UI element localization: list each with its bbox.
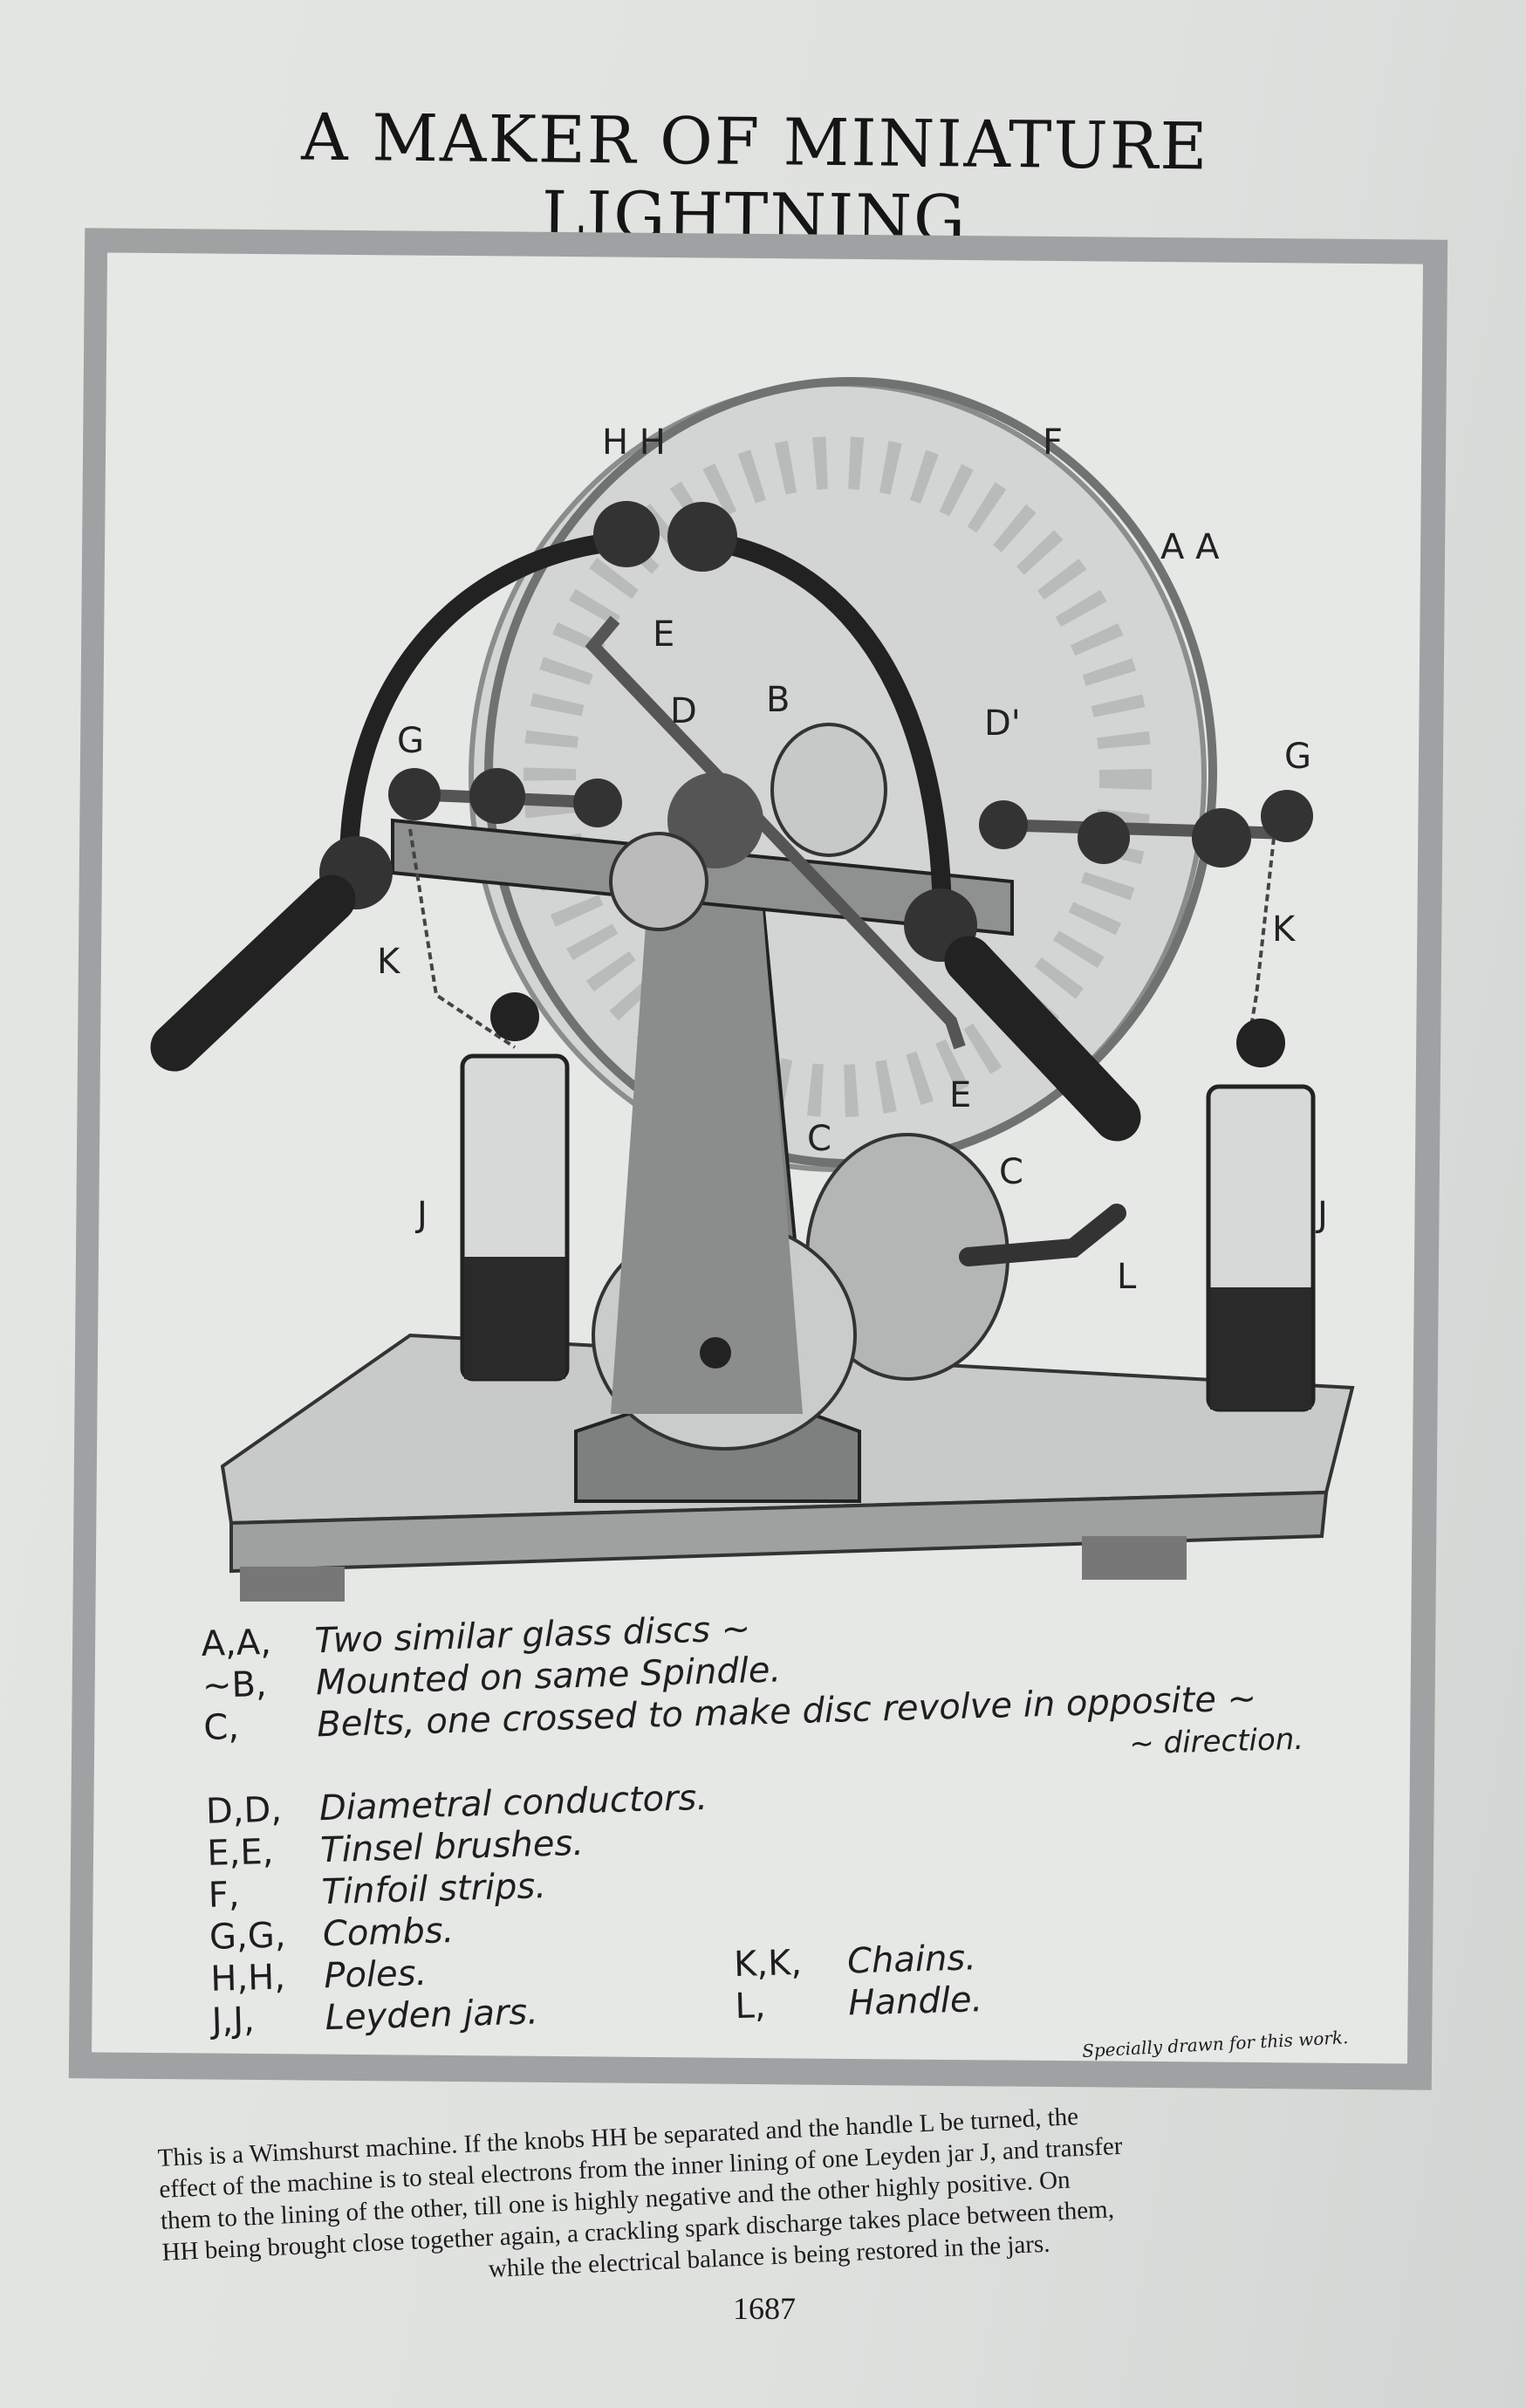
label-g-left: G [397, 721, 424, 761]
label-b: B [766, 680, 790, 720]
legend-text: Handle. [847, 1979, 983, 2024]
legend-key: G,G, [209, 1915, 287, 1958]
label-d-left: D [670, 691, 697, 731]
discharger-arm-right [705, 532, 952, 926]
comb-ball [1261, 790, 1313, 842]
label-hh: H H [602, 422, 666, 463]
chain-left [408, 828, 517, 1049]
legend-key: H,H, [209, 1957, 286, 2000]
base-front [229, 1490, 1329, 1574]
diametral-conductor [585, 615, 966, 1050]
tinfoil-strips-ring [523, 436, 1152, 1117]
discharger-arm-left [339, 532, 621, 865]
chain-right [1246, 837, 1276, 1048]
label-k-left: K [377, 942, 401, 982]
central-stand-front [611, 864, 803, 1414]
label-j-right: J [1315, 1195, 1328, 1235]
handle-crank [959, 1204, 1126, 1266]
legend-text: Tinfoil strips. [321, 1866, 547, 1913]
leyden-jar-left-knob [490, 992, 539, 1041]
comb-ball [469, 768, 525, 824]
label-g-right: G [1284, 737, 1311, 777]
comb-ball [388, 768, 441, 820]
label-l: L [1117, 1257, 1137, 1297]
legend-key: K,K, [733, 1942, 803, 1986]
base-foot-right [1082, 1536, 1187, 1580]
front-pulley [609, 832, 708, 931]
label-c-left: C [807, 1119, 831, 1159]
insulating-handle-right [944, 936, 1141, 1142]
pole-knob-left [593, 501, 660, 567]
comb-ball [1078, 812, 1130, 864]
base-foot-left [240, 1567, 345, 1602]
label-e-top: E [653, 614, 674, 655]
legend-text: Tinsel brushes. [319, 1822, 585, 1871]
legend-text: Chains. [846, 1938, 977, 1982]
spindle-pulley-b [770, 723, 887, 857]
label-aa: A A [1160, 527, 1220, 567]
leyden-jar-right-knob [1236, 1019, 1285, 1067]
legend-key: ~B, [202, 1664, 268, 1706]
label-j-left: J [414, 1195, 428, 1235]
label-d-right: D' [984, 703, 1021, 744]
legend-key: E,E, [206, 1831, 274, 1874]
label-f: F [1043, 422, 1063, 463]
insulating-handle-left [150, 875, 356, 1072]
legend-key: A,A, [201, 1622, 272, 1664]
leyden-jar-right-foil [1210, 1287, 1311, 1410]
pole-knob-right [667, 502, 737, 572]
comb-ball [979, 800, 1028, 849]
comb-ball [1192, 808, 1251, 868]
label-e-bottom: E [949, 1075, 971, 1115]
diagram-legend: A,A,Two similar glass discs ~ ~B,Mounted… [201, 1591, 1372, 2042]
legend-key: C, [202, 1706, 240, 1748]
comb-ball [573, 779, 622, 827]
legend-text: Combs. [322, 1911, 455, 1955]
legend-key: F, [208, 1874, 241, 1916]
legend-key: D,D, [205, 1789, 283, 1832]
legend-text: ~ direction. [1128, 1721, 1304, 1762]
legend-key: L, [734, 1986, 767, 2027]
stand-bolt [700, 1337, 731, 1369]
page-number: 1687 [733, 2291, 796, 2326]
label-c-right: C [999, 1152, 1023, 1192]
label-k-right: K [1272, 909, 1297, 950]
leyden-jar-left-foil [464, 1257, 565, 1379]
legend-key: J,J, [211, 2000, 256, 2041]
